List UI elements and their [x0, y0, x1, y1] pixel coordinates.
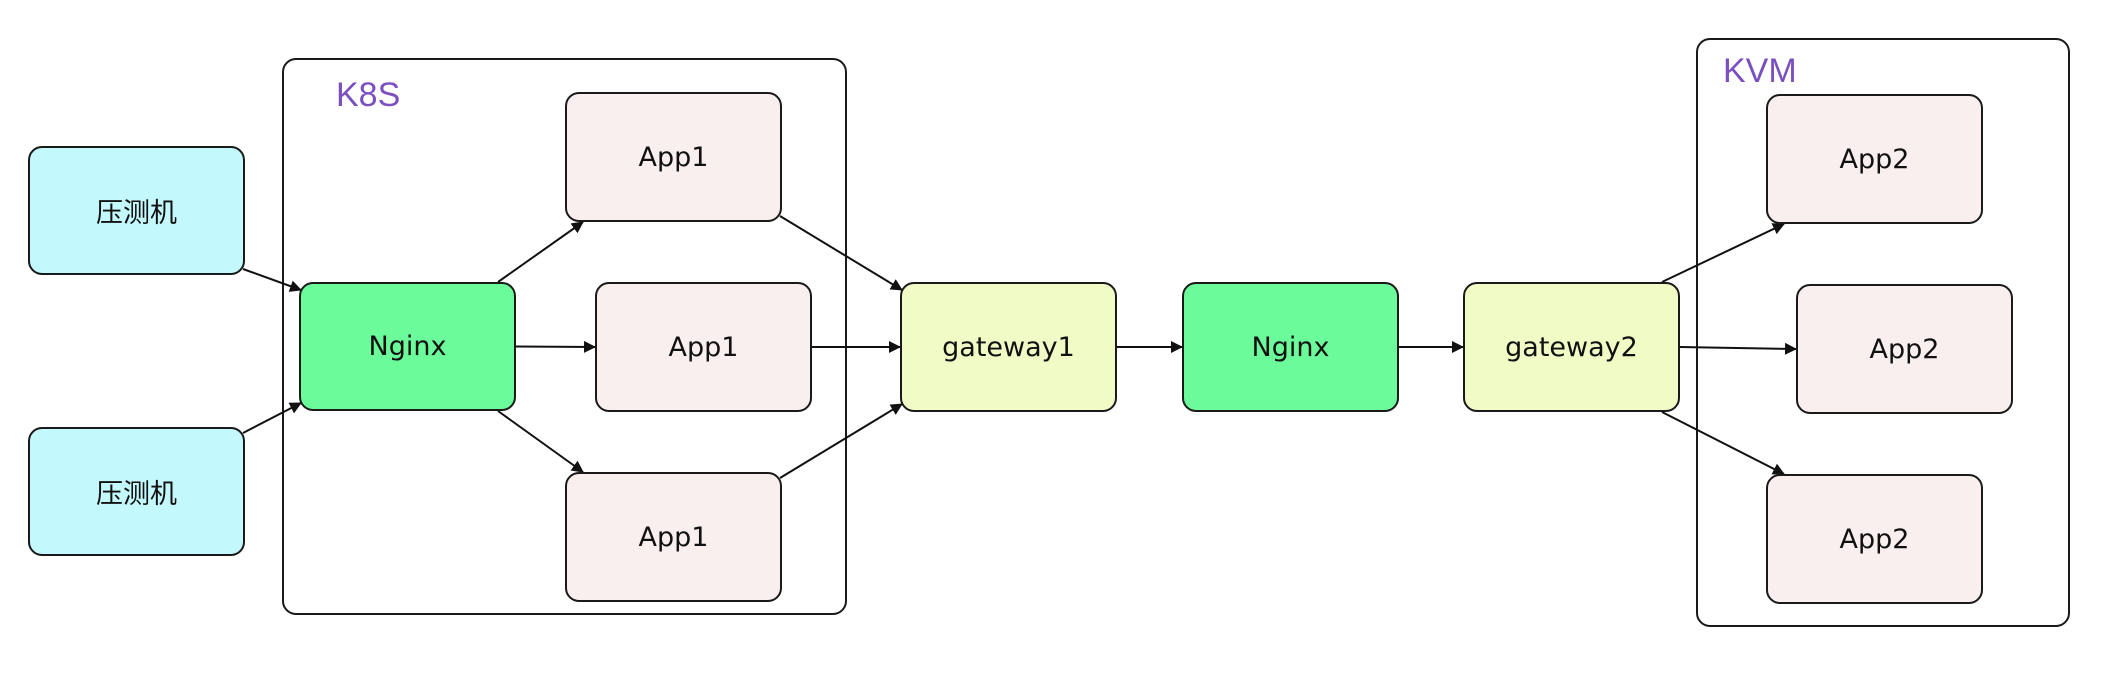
gateway2-node[interactable]: gateway2 — [1463, 282, 1680, 412]
kvm-group-label: KVM — [1723, 52, 1797, 90]
load-tester-node[interactable]: 压测机 — [28, 427, 245, 556]
edge-arrow-gateway2-to-app2_bot — [1661, 411, 1785, 475]
node-label: 压测机 — [96, 198, 177, 229]
edge-arrow-gateway2-to-app2_mid — [1679, 342, 1797, 355]
edge-arrow-nginx_k8s-to-app1_top — [497, 221, 584, 283]
node-label: gateway2 — [1505, 331, 1638, 363]
edge-arrow-client2-to-nginx_k8s — [242, 402, 302, 434]
load-tester-node[interactable]: 压测机 — [28, 146, 245, 275]
nginx-node[interactable]: Nginx — [1182, 282, 1399, 412]
app2-node[interactable]: App2 — [1766, 474, 1983, 604]
node-label: App2 — [1839, 143, 1910, 175]
nginx-node[interactable]: Nginx — [299, 282, 516, 411]
app2-node[interactable]: App2 — [1796, 284, 2013, 414]
edge-arrow-client1-to-nginx_k8s — [242, 268, 302, 292]
app1-node[interactable]: App1 — [565, 92, 782, 222]
k8s-group — [282, 58, 847, 615]
k8s-group-label: K8S — [336, 76, 401, 114]
app2-node[interactable]: App2 — [1766, 94, 1983, 224]
gateway1-node[interactable]: gateway1 — [900, 282, 1117, 412]
node-label: App2 — [1839, 523, 1910, 555]
node-label: App1 — [668, 331, 739, 363]
node-label: Nginx — [368, 331, 447, 362]
node-label: App2 — [1869, 333, 1940, 365]
edge-arrow-nginx_k8s-to-app1_mid — [515, 340, 596, 353]
edge-arrow-app1_top-to-gateway1 — [779, 215, 903, 291]
node-label: App1 — [638, 141, 709, 173]
node-label: gateway1 — [942, 331, 1075, 363]
app1-node[interactable]: App1 — [595, 282, 812, 412]
node-label: 压测机 — [96, 479, 177, 510]
edge-arrow-gateway2-to-app2_top — [1661, 223, 1785, 283]
node-label: App1 — [638, 521, 709, 553]
node-label: Nginx — [1251, 331, 1330, 363]
edge-arrow-app1_bot-to-gateway1 — [779, 403, 903, 479]
kvm-group — [1696, 38, 2070, 627]
app1-node[interactable]: App1 — [565, 472, 782, 602]
edge-arrow-nginx_k8s-to-app1_bot — [497, 410, 584, 473]
